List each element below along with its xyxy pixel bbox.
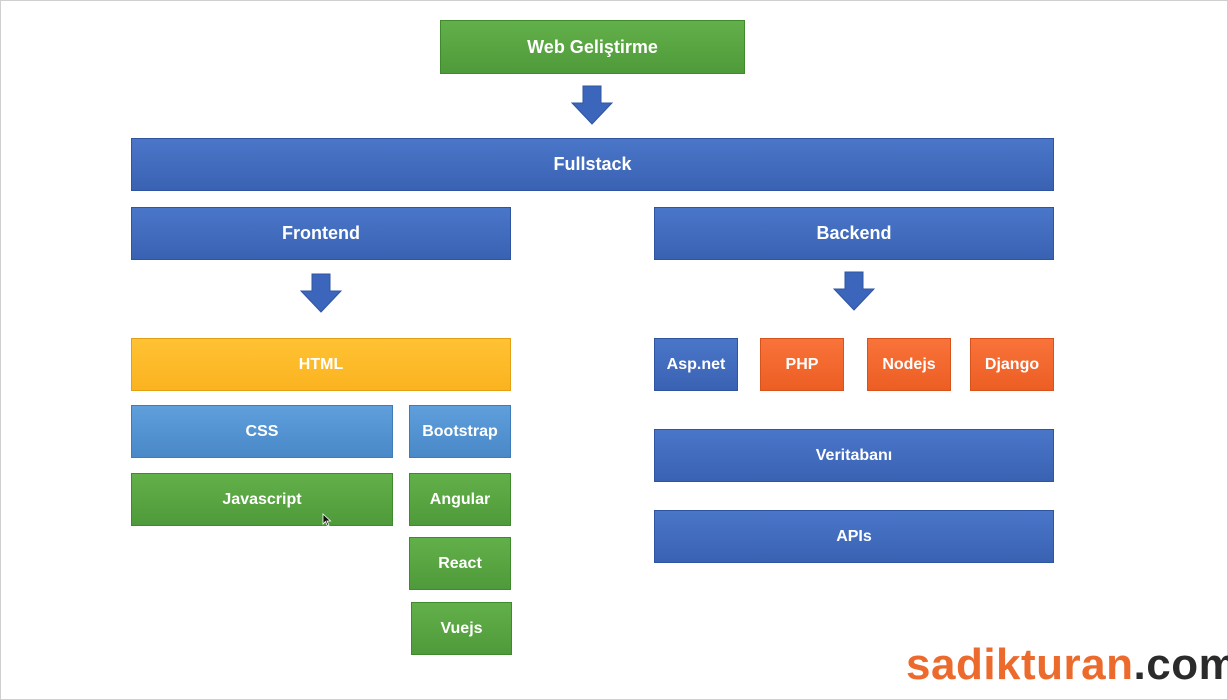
- node-bootstrap: Bootstrap: [409, 405, 511, 458]
- logo-part-name: sadikturan: [906, 640, 1134, 689]
- node-javascript: Javascript: [131, 473, 393, 526]
- node-angular-label: Angular: [429, 490, 491, 508]
- arrow-down-icon: [300, 273, 342, 313]
- arrow-down-icon: [833, 271, 875, 311]
- node-html: HTML: [131, 338, 511, 391]
- node-aspnet: Asp.net: [654, 338, 738, 391]
- node-react: React: [409, 537, 511, 590]
- node-backend-label: Backend: [816, 223, 892, 243]
- node-backend: Backend: [654, 207, 1054, 260]
- node-nodejs: Nodejs: [867, 338, 951, 391]
- node-apis-label: APIs: [836, 527, 872, 545]
- node-angular: Angular: [409, 473, 511, 526]
- node-apis: APIs: [654, 510, 1054, 563]
- node-javascript-label: Javascript: [222, 490, 302, 508]
- mouse-cursor-icon: [322, 513, 332, 527]
- node-aspnet-label: Asp.net: [666, 355, 726, 373]
- node-veritabani: Veritabanı: [654, 429, 1054, 482]
- node-react-label: React: [438, 554, 482, 572]
- node-frontend: Frontend: [131, 207, 511, 260]
- node-frontend-label: Frontend: [282, 223, 360, 243]
- node-django: Django: [970, 338, 1054, 391]
- node-fullstack: Fullstack: [131, 138, 1054, 191]
- node-vuejs: Vuejs: [411, 602, 512, 655]
- node-bootstrap-label: Bootstrap: [422, 422, 498, 440]
- node-django-label: Django: [984, 355, 1040, 373]
- logo-part-domain: .com: [1133, 640, 1228, 689]
- node-html-label: HTML: [298, 355, 344, 373]
- node-fullstack-label: Fullstack: [553, 154, 632, 174]
- node-web-gelistirme-label: Web Geliştirme: [527, 36, 658, 57]
- node-css: CSS: [131, 405, 393, 458]
- node-veritabani-label: Veritabanı: [815, 446, 893, 464]
- node-vuejs-label: Vuejs: [440, 619, 483, 637]
- node-php: PHP: [760, 338, 844, 391]
- node-nodejs-label: Nodejs: [882, 355, 936, 373]
- node-web-gelistirme: Web Geliştirme: [440, 20, 745, 74]
- sadikturan-logo: sadikturan.com: [906, 640, 1228, 690]
- arrow-down-icon: [571, 85, 613, 125]
- node-css-label: CSS: [245, 422, 279, 440]
- node-php-label: PHP: [785, 355, 819, 373]
